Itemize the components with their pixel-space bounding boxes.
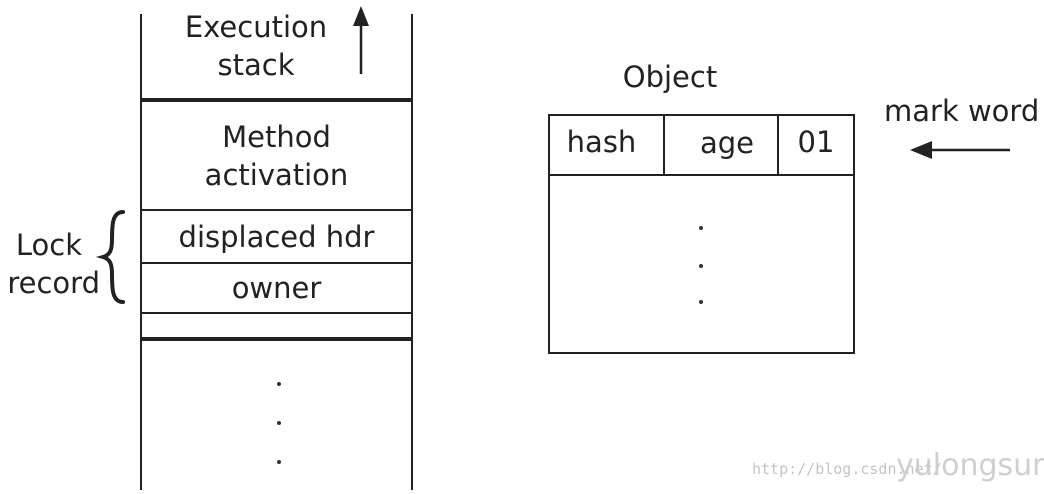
mark-word-label: mark word — [884, 94, 1040, 128]
object-field-flag: 01 — [797, 125, 835, 159]
method-activation-line2: activation — [204, 158, 349, 192]
object-ellipsis-dot — [699, 300, 703, 304]
object-box — [548, 114, 855, 354]
left-arrow-icon — [910, 141, 1010, 159]
stack-ellipsis-dot — [277, 460, 281, 464]
execution-stack-label: Execution stack — [141, 8, 371, 84]
execution-stack-line1: Execution — [184, 10, 328, 44]
stack-ellipsis-dot — [277, 382, 281, 386]
object-ellipsis-dot — [699, 226, 703, 230]
object-field-age: age — [699, 126, 755, 160]
displaced-hdr-label: displaced hdr — [178, 220, 375, 254]
lock-record-line2: record — [7, 266, 100, 300]
up-arrow-icon — [353, 6, 369, 74]
lock-record-line1: Lock — [15, 228, 82, 262]
lock-record-label: Lock record — [0, 226, 100, 302]
owner-label: owner — [231, 271, 322, 305]
method-activation-line1: Method — [222, 120, 331, 154]
method-activation-label: Method activation — [141, 118, 412, 194]
stack-ellipsis-dot — [277, 421, 281, 425]
watermark-name: yulongsun — [896, 448, 1044, 483]
execution-stack-line2: stack — [217, 48, 295, 82]
object-title: Object — [622, 60, 718, 94]
object-ellipsis-dot — [699, 264, 703, 268]
watermark-url: http://blog.csdn.net/ — [752, 460, 942, 478]
object-field-hash: hash — [566, 125, 637, 159]
curly-brace-icon — [95, 210, 125, 304]
